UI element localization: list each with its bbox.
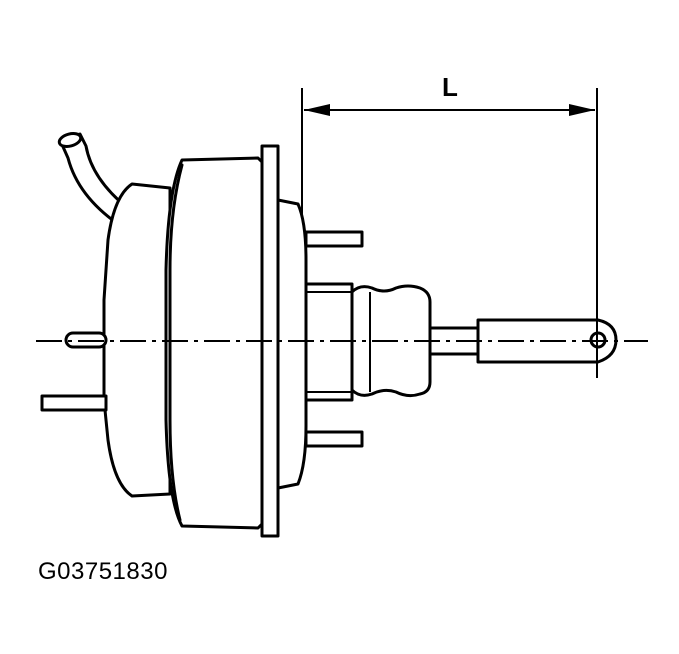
dimension-arrow-left [304, 104, 330, 116]
figure-id: G03751830 [38, 558, 168, 585]
booster-main-body [164, 156, 264, 530]
dimension-arrow-right [569, 104, 595, 116]
dimension-label: L [442, 72, 458, 102]
dimension-l: L [301, 72, 598, 378]
front-mounting-studs [304, 230, 364, 448]
rear-mounting-studs [40, 331, 108, 412]
booster-front-shell [276, 198, 308, 490]
vacuum-hose-fitting [57, 132, 132, 226]
